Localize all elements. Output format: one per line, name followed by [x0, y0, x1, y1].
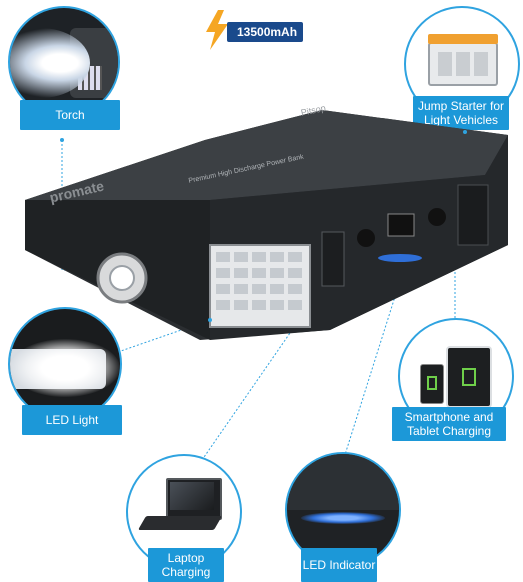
- smartphone-icon: [420, 364, 444, 404]
- led-light-image: [8, 307, 122, 421]
- lightning-icon: [204, 10, 230, 55]
- led-indicator-label: LED Indicator: [301, 548, 377, 582]
- tablet-icon: [446, 346, 492, 408]
- jump-starter-label: Jump Starter for Light Vehicles: [413, 96, 509, 130]
- capacity-label: 13500mAh: [227, 22, 304, 42]
- led-light-label: LED Light: [22, 405, 122, 435]
- laptop-label: Laptop Charging: [148, 548, 224, 582]
- dot-jump: [463, 130, 467, 134]
- dot-torch: [60, 138, 64, 142]
- dot-led-light-device: [208, 318, 212, 322]
- car-battery-icon: [428, 34, 498, 86]
- torch-label: Torch: [20, 100, 120, 130]
- smartphone-label: Smartphone and Tablet Charging: [392, 407, 506, 441]
